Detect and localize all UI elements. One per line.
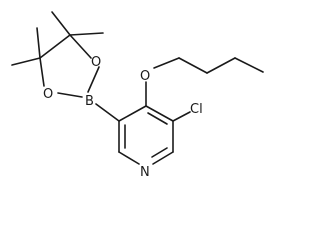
structure-canvas: B O O O Cl N (11, 11, 264, 180)
bond-ccq2-o-upper (69, 34, 92, 59)
bond-ch2-ch3 (206, 57, 236, 74)
atom-label-boron: B (85, 94, 94, 109)
bond-c6-n (152, 151, 174, 165)
bond-methyl-4 (69, 32, 104, 36)
atom-label-oxygen-upper: O (91, 55, 101, 70)
atom-label-oxygen-ether: O (140, 69, 150, 84)
bond-methyl-2 (36, 27, 41, 59)
bond-b-c3 (95, 103, 120, 122)
bond-methyl-1 (11, 57, 41, 66)
molecule-diagram: B O O O Cl N (11, 11, 264, 180)
bond-ch3-terminal (234, 57, 264, 73)
atom-label-chlorine: Cl (190, 102, 203, 117)
bond-methyl-3 (51, 11, 71, 36)
bond-o-lower-ccq1 (39, 57, 45, 87)
bond-n-c2 (118, 151, 140, 165)
bond-c3-c4 (118, 105, 147, 122)
atom-label-oxygen-lower: O (43, 87, 53, 102)
bond-ch2-ch2 (178, 57, 208, 74)
bond-o-ether-ch2 (153, 57, 180, 69)
dioxaborolane-ring (11, 11, 104, 98)
bond-c6-n-double (151, 147, 168, 158)
bond-b-o-lower (57, 92, 83, 98)
bond-c5-cl (172, 111, 191, 122)
pyridine-ring (118, 105, 174, 165)
bond-ccq1-ccq2 (39, 34, 71, 59)
atom-label-nitrogen: N (140, 165, 150, 180)
bond-o-upper-b (87, 66, 100, 93)
bond-c4-c5 (145, 105, 174, 122)
bond-c4-c5-double (147, 112, 168, 125)
